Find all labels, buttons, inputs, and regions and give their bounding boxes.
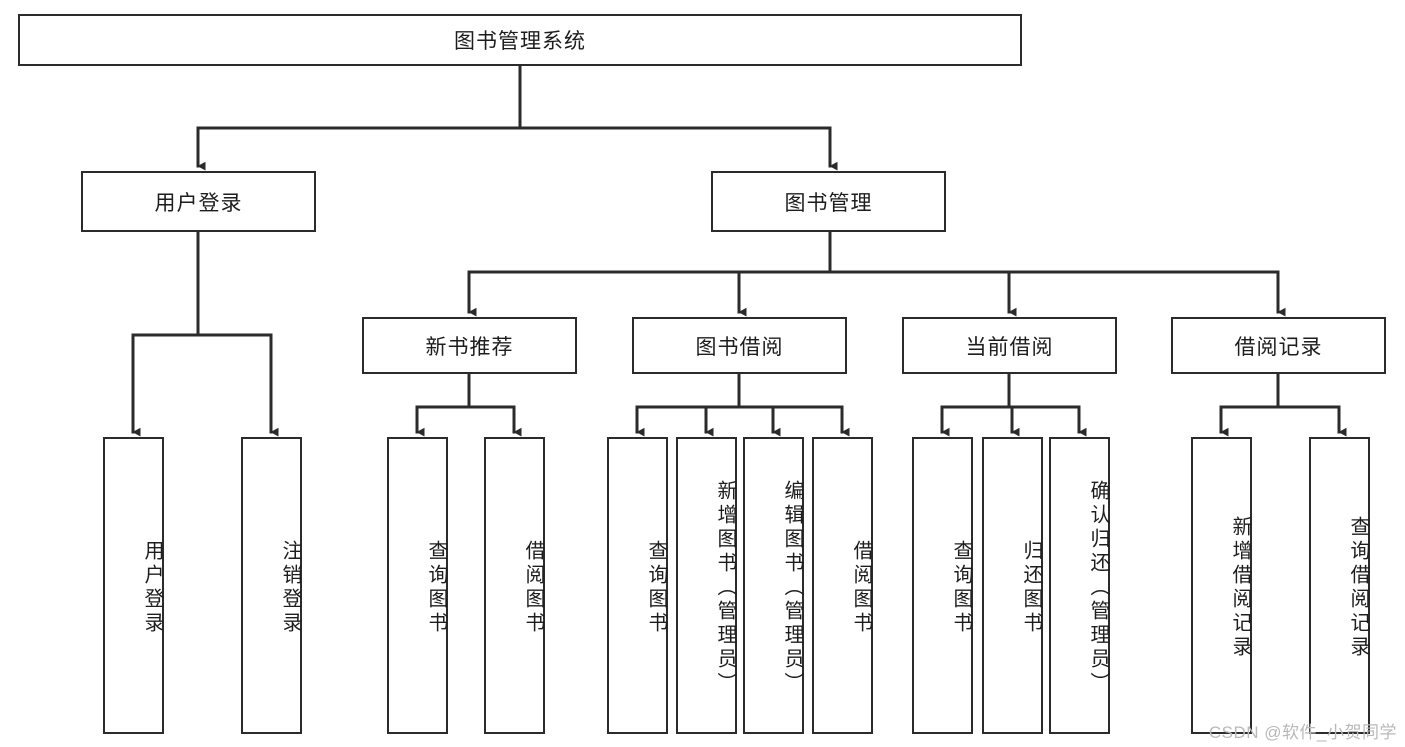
node-label-leaf-query-book-current: 查询图书 [950,539,972,636]
node-label-leaf-confirm-return: 确认归还（管理员） [1087,479,1109,696]
node-borrow-record[interactable]: 借阅记录 [1171,317,1386,374]
node-leaf-query-book-current[interactable]: 查询图书 [912,437,973,734]
node-current-borrow[interactable]: 当前借阅 [902,317,1117,374]
node-label-leaf-borrow-book: 借阅图书 [850,539,872,636]
node-label-current-borrow: 当前借阅 [965,335,1054,359]
node-label-leaf-add-book: 新增图书（管理员） [714,479,736,696]
node-leaf-user-login[interactable]: 用户登录 [103,437,164,734]
node-leaf-user-logout[interactable]: 注销登录 [241,437,302,734]
node-label-book-borrow: 图书借阅 [695,335,784,359]
node-leaf-add-book[interactable]: 新增图书（管理员） [676,437,737,734]
node-label-leaf-borrow-book-rec: 借阅图书 [522,539,544,636]
node-label-leaf-query-book-rec: 查询图书 [425,539,447,636]
node-label-new-book-rec: 新书推荐 [425,335,514,359]
node-root[interactable]: 图书管理系统 [18,14,1022,66]
node-book-borrow[interactable]: 图书借阅 [632,317,847,374]
node-leaf-query-book-borrow[interactable]: 查询图书 [607,437,668,734]
node-leaf-borrow-book-rec[interactable]: 借阅图书 [484,437,545,734]
node-label-leaf-add-record: 新增借阅记录 [1229,515,1251,660]
node-book-manage[interactable]: 图书管理 [711,171,946,232]
node-new-book-rec[interactable]: 新书推荐 [362,317,577,374]
node-leaf-borrow-book[interactable]: 借阅图书 [812,437,873,734]
node-label-leaf-query-book-borrow: 查询图书 [645,539,667,636]
node-label-book-manage: 图书管理 [784,191,873,215]
node-leaf-confirm-return[interactable]: 确认归还（管理员） [1049,437,1110,734]
csdn-watermark: CSDN @软件_小贺同学 [1208,723,1397,742]
node-leaf-return-book[interactable]: 归还图书 [982,437,1043,734]
node-label-borrow-record: 借阅记录 [1234,335,1323,359]
node-leaf-query-book-rec[interactable]: 查询图书 [387,437,448,734]
node-label-root: 图书管理系统 [454,30,586,53]
node-label-user-login: 用户登录 [154,191,243,215]
node-label-leaf-return-book: 归还图书 [1020,539,1042,636]
node-label-leaf-edit-book: 编辑图书（管理员） [781,479,803,696]
node-label-leaf-user-login: 用户登录 [141,539,163,636]
node-leaf-add-record[interactable]: 新增借阅记录 [1191,437,1252,734]
node-label-leaf-query-record: 查询借阅记录 [1347,515,1369,660]
node-leaf-query-record[interactable]: 查询借阅记录 [1309,437,1370,734]
node-label-leaf-user-logout: 注销登录 [279,539,301,636]
node-leaf-edit-book[interactable]: 编辑图书（管理员） [743,437,804,734]
node-user-login[interactable]: 用户登录 [81,171,316,232]
